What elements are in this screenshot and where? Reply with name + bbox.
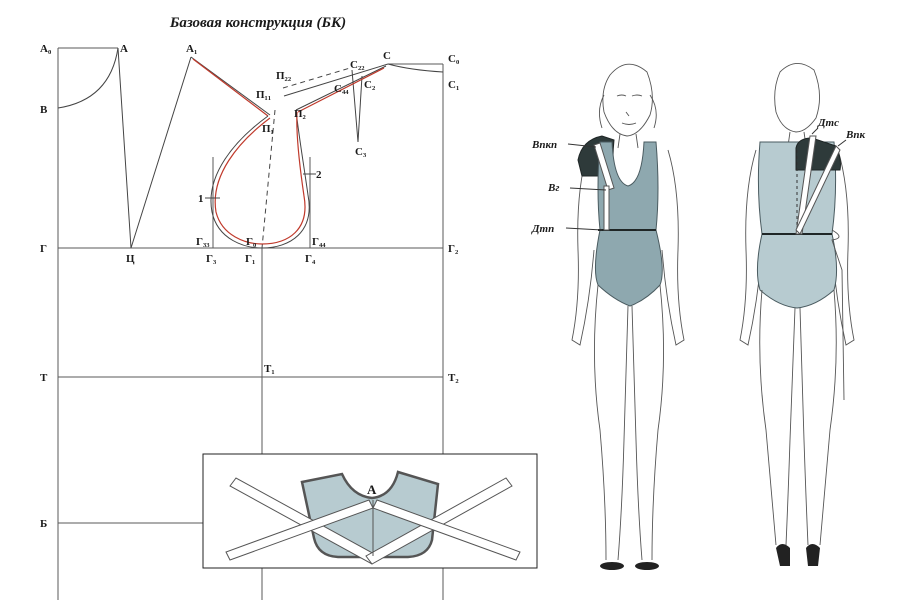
label-t2: Т₂ [448, 372, 459, 384]
label-b: В [40, 104, 48, 116]
front-shoulder-line [283, 63, 389, 97]
back-right-shoe [806, 544, 820, 566]
label-p2: П₂ [294, 108, 307, 120]
inset-detail: А [202, 453, 538, 569]
back-left-shoe [776, 544, 790, 566]
back-tape-dts [795, 135, 817, 235]
front-dart-right [357, 75, 363, 143]
label-a: А [120, 43, 128, 55]
back-dart-lines [117, 47, 192, 249]
pointer-dts [811, 127, 819, 135]
front-left-shoe [600, 562, 624, 570]
back-shoulder-red [192, 58, 269, 117]
label-g3: Г₃ [206, 253, 217, 265]
label-dtp: Дтп [531, 223, 554, 235]
label-dts: Дтс [817, 117, 839, 129]
front-legs [593, 284, 665, 561]
label-point-2: 2 [316, 169, 322, 181]
draft-title: Базовая конструкция (БК) [169, 15, 346, 31]
label-a1: А₁ [186, 43, 197, 55]
back-tape-vpk [795, 145, 841, 235]
label-p22: П₂₂ [276, 70, 292, 82]
label-g0: Г₀ [246, 236, 257, 248]
label-vpkp: Впкп [531, 139, 557, 151]
armhole-curve [210, 109, 310, 249]
inset-tape-right [365, 477, 513, 565]
pattern-labels: А₀ А А₁ В С С₀ С₁ С₂₂ С₂ С₄₄ С₃ П₂₂ П₁₁ … [40, 43, 460, 530]
inset-label-a: А [367, 482, 377, 497]
label-t1: Т₁ [264, 363, 275, 375]
pointer-vpk [837, 139, 847, 147]
label-g33: Г₃₃ [196, 236, 210, 248]
front-hair [599, 94, 657, 129]
label-g: Г [40, 243, 47, 255]
label-point-1: 1 [198, 193, 204, 205]
label-p1: П₁ [262, 123, 274, 135]
back-neck-curve [57, 47, 119, 109]
front-neck [617, 133, 639, 149]
label-c22: С₂₂ [350, 59, 365, 71]
back-legs [759, 289, 837, 546]
label-g4: Г₄ [305, 253, 316, 265]
pattern-draft: Базовая конструкция (БК) [40, 15, 460, 600]
label-vpk: Впк [845, 129, 865, 141]
pointer-vpkp [567, 143, 597, 148]
label-g44: Г₄₄ [312, 236, 326, 248]
back-right-arm [831, 149, 855, 346]
back-left-arm [739, 149, 763, 346]
label-c3: С₃ [355, 146, 367, 158]
label-p11: П₁₁ [256, 89, 271, 101]
label-g1: Г₁ [245, 253, 255, 265]
armhole-curve-red [214, 111, 306, 245]
pointer-dtp [565, 227, 603, 231]
label-t: Т [40, 372, 48, 384]
label-c0: С₀ [448, 53, 460, 65]
back-shoulder-line [190, 56, 271, 116]
label-c: С [383, 50, 391, 62]
label-a0: А₀ [40, 43, 52, 55]
front-face [616, 94, 643, 125]
front-head [602, 63, 653, 137]
label-c2: С₂ [364, 79, 376, 91]
label-g2: Г₂ [448, 243, 459, 255]
front-figure: Впкп Вг Дтп [531, 63, 685, 570]
front-left-arm [571, 149, 595, 346]
back-head [774, 63, 820, 133]
front-shoulder-red [297, 67, 385, 113]
back-figure: Дтс Впк [739, 63, 865, 566]
label-c44: С₄₄ [334, 83, 349, 95]
front-shoulder-inner [295, 65, 387, 111]
label-vg: Вг [547, 182, 559, 194]
front-right-shoe [635, 562, 659, 570]
front-neck-curve [387, 63, 444, 73]
front-tape-vg [603, 185, 610, 231]
label-bb: Б [40, 518, 47, 530]
front-tape-vpkp [593, 142, 615, 191]
pointer-vg [569, 187, 607, 191]
shoulder-dashed-guide [282, 67, 351, 89]
back-tie-string [831, 229, 845, 401]
label-c1: С₁ [448, 79, 459, 91]
front-right-arm [661, 149, 685, 346]
label-ts: Ц [126, 253, 135, 265]
